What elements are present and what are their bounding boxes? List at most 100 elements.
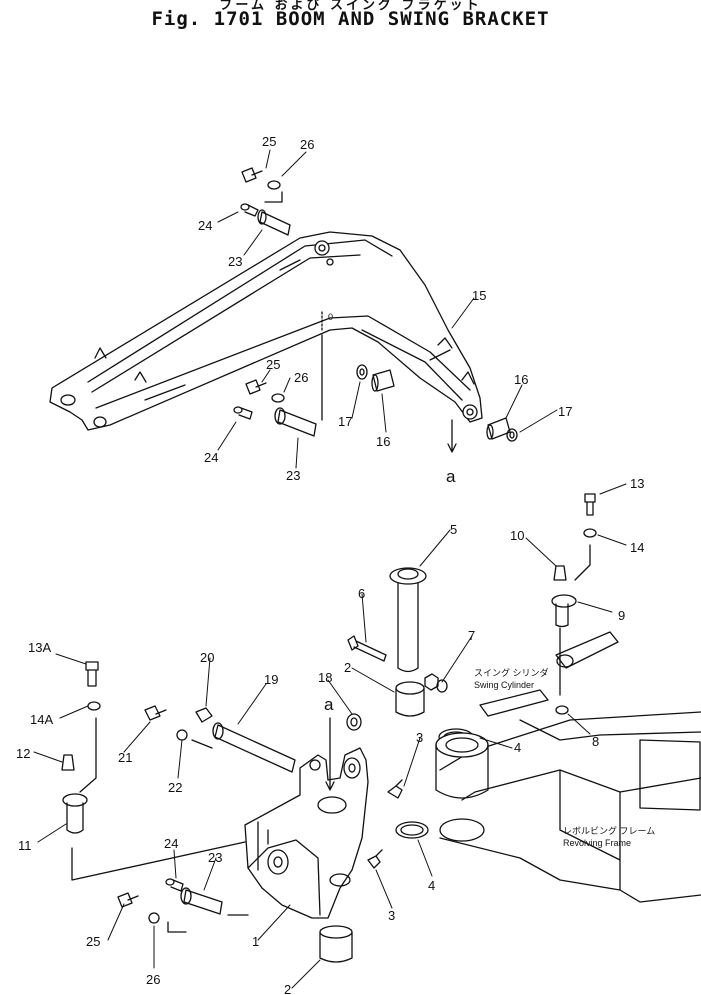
swing-cylinder-link [551, 493, 619, 715]
callout-2: 2 [344, 660, 351, 675]
bushing-16b-part [486, 424, 494, 440]
callout-1: 1 [252, 934, 259, 949]
swing-bracket-bore [317, 796, 347, 814]
callout-18: 18 [318, 670, 332, 685]
king-pin-set [325, 567, 448, 791]
fitting-10-part [553, 565, 567, 581]
boom-inner-line [361, 329, 463, 401]
washer-18-part [346, 713, 362, 731]
callout-10: 10 [510, 528, 524, 543]
frame-box [639, 739, 701, 811]
callout-13A: 13A [28, 640, 51, 655]
bolt-25a-part [251, 170, 263, 176]
frame-top [439, 711, 701, 771]
pin-23b-part [277, 409, 317, 437]
callout-17: 17 [338, 414, 352, 429]
callout-6: 6 [358, 586, 365, 601]
left-pin-set [61, 661, 246, 881]
bolt-25c-part [117, 892, 139, 908]
boom-marking-label: 0 [328, 312, 333, 322]
callout-2: 2 [284, 982, 291, 995]
boom-top-pin-boss [314, 240, 330, 256]
bolt-25b-part [245, 379, 261, 395]
lower-pin-set [117, 878, 249, 933]
fitting-24a-part [244, 204, 259, 217]
callout-22: 22 [168, 780, 182, 795]
bushing-set [356, 364, 518, 453]
boom-side-hole [326, 258, 334, 266]
callout-leaders [33, 149, 627, 989]
bolt-21-part [144, 705, 167, 721]
callout-4: 4 [428, 878, 435, 893]
boom-end-boss [462, 404, 478, 420]
shim-4b-inner [400, 824, 424, 836]
foot-pin-set [233, 334, 323, 437]
bushing-2a-part [395, 687, 425, 717]
washer-26a-part [267, 180, 281, 190]
pin-23c-shaft [183, 889, 223, 915]
pin-23b-head [274, 407, 286, 425]
callout-labels: 25 26 24 23 15 25 26 24 23 17 16 16 17 a… [16, 134, 655, 995]
fitting-24b-part [233, 406, 243, 414]
leader-19-frame [191, 739, 213, 749]
callout-16: 16 [376, 434, 390, 449]
boom-slot [279, 259, 301, 271]
nut-7-part [424, 673, 439, 691]
cylinder-pin-set [144, 705, 362, 773]
revolving-frame-label-jp: レボルビング フレーム [563, 825, 655, 836]
callout-24: 24 [198, 218, 212, 233]
callout-4: 4 [514, 740, 521, 755]
swing-bracket-body [244, 747, 369, 919]
boom-bracket [134, 371, 147, 383]
fitting-12-part [61, 754, 75, 771]
pin-23c-head [180, 887, 192, 905]
boom-bracket [437, 337, 453, 349]
figure-title: Fig. 1701 BOOM AND SWING BRACKET [151, 8, 550, 30]
washer-26c-part [148, 912, 160, 924]
arrow-a-mid [325, 717, 335, 791]
bolt-6-part [347, 635, 387, 662]
callout-3: 3 [416, 730, 423, 745]
callout-23: 23 [228, 254, 242, 269]
bushing-2a-top [395, 681, 425, 695]
callout-15: 15 [472, 288, 486, 303]
pin-11-shaft [66, 802, 84, 834]
leader-13-14 [574, 544, 591, 581]
leader-pin-top [264, 191, 283, 203]
fitting-24b-part [238, 407, 253, 420]
boom-bracket [461, 371, 475, 385]
callout-23: 23 [286, 468, 300, 483]
swing-bracket-edge [257, 821, 269, 871]
washer-8-part [555, 705, 569, 715]
callout-14A: 14A [30, 712, 53, 727]
swing-cylinder-label-jp: スイング シリンダ [474, 667, 549, 678]
callout-26: 26 [300, 137, 314, 152]
bolt-25a-part [241, 167, 257, 183]
frame-lower [439, 837, 621, 891]
swing-bracket-boss-hole [273, 856, 283, 868]
swing-cylinder-arm [555, 631, 619, 669]
swing-cylinder-label: Swing Cylinder [474, 680, 534, 690]
bolt-13-part [584, 493, 596, 516]
bushing-16a-part [372, 369, 395, 392]
boom-side-line [91, 254, 361, 393]
frame-boss-inner [445, 737, 479, 753]
callout-21: 21 [118, 750, 132, 765]
boom-bracket [94, 347, 107, 359]
callout-23: 23 [208, 850, 222, 865]
callout-5: 5 [450, 522, 457, 537]
washer-14-part [583, 528, 597, 538]
callout-13: 13 [630, 476, 644, 491]
boom-slot [144, 384, 186, 401]
pin-5-shaft [397, 579, 419, 673]
callout-20: 20 [200, 650, 214, 665]
boom-assembly: 0 [49, 231, 483, 431]
callout-24: 24 [204, 450, 218, 465]
boom-foot-hole [93, 416, 107, 428]
frame-boss-bottom [439, 818, 485, 842]
seal-17b-part [509, 431, 515, 439]
pin-9-shaft [555, 603, 569, 628]
revolving-frame [435, 689, 701, 903]
